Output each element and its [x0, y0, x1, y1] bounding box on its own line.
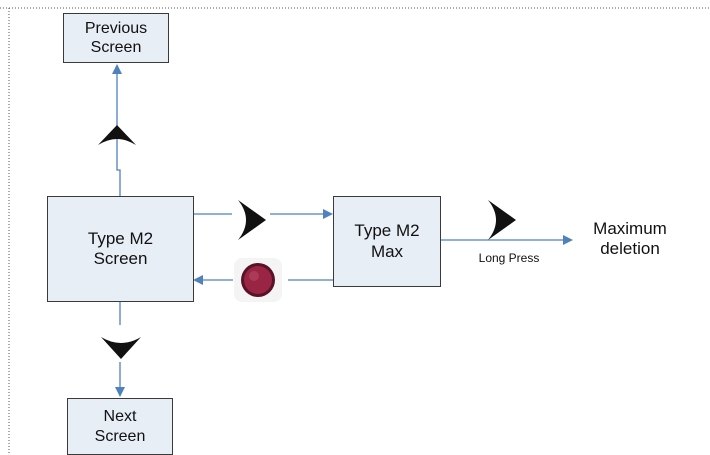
up-arrow-button-icon: [96, 123, 138, 153]
maximum-deletion-label-line1: Maximum: [593, 219, 667, 238]
next-screen-node: Next Screen: [67, 398, 173, 455]
right-arrow-button-icon: [236, 198, 268, 242]
next-screen-label-line2: Screen: [94, 427, 146, 445]
maximum-deletion-label-line2: deletion: [600, 239, 660, 259]
connector-to-previous: [112, 64, 122, 196]
type-m2-max-label-line1: Type M2: [354, 221, 420, 241]
long-press-label: Long Press: [478, 251, 540, 265]
type-m2-screen-node: Type M2 Screen: [47, 196, 194, 302]
ok-round-button-icon: [234, 258, 282, 302]
type-m2-screen-label-line1: Type M2: [87, 228, 154, 248]
previous-screen-label-line2: Screen: [90, 39, 142, 56]
right-arrow-long-press-button-icon: [486, 198, 518, 242]
type-m2-screen-label-line2: Screen: [93, 249, 148, 268]
type-m2-max-label-line2: Max: [370, 241, 404, 261]
previous-screen-node: Previous Screen: [63, 13, 169, 63]
next-screen-label-line1: Next: [103, 408, 137, 426]
previous-screen-label-line1: Previous: [84, 19, 148, 37]
type-m2-max-node: Type M2 Max: [333, 196, 441, 287]
down-arrow-button-icon: [99, 331, 143, 361]
maximum-deletion-node: Maximum deletion: [578, 219, 682, 260]
